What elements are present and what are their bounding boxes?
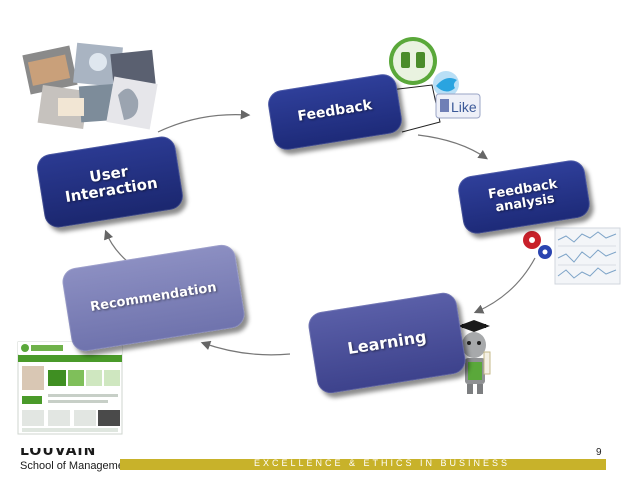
louvain-logo: LOUVAIN School of Management bbox=[20, 448, 133, 472]
arrow-learning-to-recommendation bbox=[200, 340, 291, 356]
twitter-bird-icon bbox=[433, 71, 459, 97]
arrow-analysis-to-learning bbox=[473, 257, 536, 314]
learning-label: Learning bbox=[346, 327, 428, 359]
arrow-user-to-feedback bbox=[157, 109, 251, 133]
recommendation-label: Recommendation bbox=[89, 279, 218, 315]
gears-icon bbox=[523, 231, 552, 259]
robot-graduate-image bbox=[458, 320, 491, 394]
feedback-label: Feedback bbox=[296, 97, 374, 126]
footer-bar bbox=[120, 459, 606, 470]
analytics-charts-image bbox=[554, 227, 621, 285]
footer-brand: LOUVAIN bbox=[20, 448, 97, 458]
footer-tagline: EXCELLENCE & ETHICS IN BUSINESS bbox=[254, 458, 511, 468]
arrow-recommendation-to-user bbox=[104, 229, 129, 263]
localpicks-screenshot-image bbox=[17, 341, 123, 435]
photo-collage-image bbox=[22, 42, 158, 130]
like-label: Like bbox=[451, 99, 477, 115]
page-number: 9 bbox=[596, 447, 602, 458]
arrow-feedback-to-analysis bbox=[417, 134, 488, 160]
footer-subtitle: School of Management bbox=[20, 460, 134, 472]
thumbs-icon bbox=[389, 37, 437, 85]
like-badge-icon: Like bbox=[435, 93, 481, 119]
